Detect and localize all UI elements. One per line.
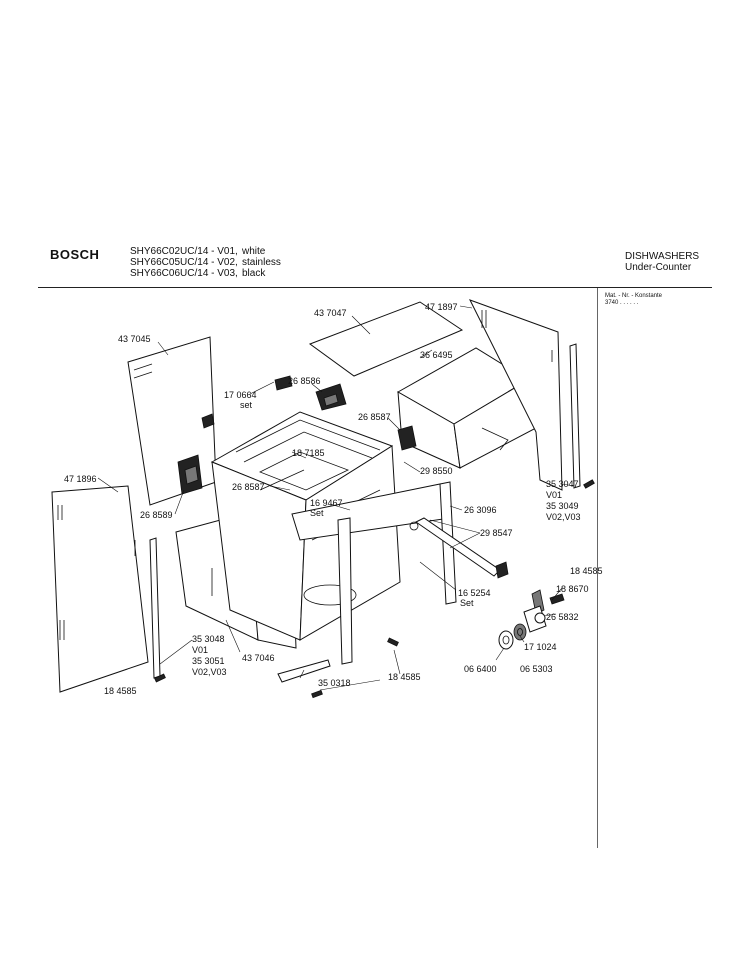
nut-066400 <box>498 630 514 650</box>
kick-strip <box>277 659 331 683</box>
fill-valve-assembly <box>523 589 565 633</box>
screw-bottom-left <box>154 673 166 683</box>
column-divider <box>597 288 598 848</box>
part-label-268587-center: 26 8587 <box>232 482 265 492</box>
material-number-value: 3740 . . . . . . <box>605 300 639 306</box>
part-label-165254-set: Set <box>460 598 474 608</box>
part-label-188670: 18 8670 <box>556 584 589 594</box>
part-label-187185: 18 7185 <box>292 448 325 458</box>
part-label-298547: 29 8547 <box>480 528 513 538</box>
part-label-171024: 17 1024 <box>524 642 557 652</box>
part-label-265832: 26 5832 <box>546 612 579 622</box>
part-label-184585-bottom: 18 4585 <box>388 672 421 682</box>
part-label-437045: 43 7045 <box>118 334 151 344</box>
part-label-353048: 35 3048 <box>192 634 225 644</box>
part-label-268589: 26 8589 <box>140 510 173 520</box>
leader-lines <box>97 305 575 691</box>
part-label-366495: 36 6495 <box>420 350 453 360</box>
rear-panel <box>396 347 537 469</box>
model-row: SHY66C05UC/14 - V02, stainless <box>130 257 281 268</box>
side-panel-right-outer <box>468 299 563 491</box>
part-label-471896: 47 1896 <box>64 474 97 484</box>
brand-name: BOSCH <box>50 247 100 262</box>
side-panel-left-outer <box>51 485 149 693</box>
part-label-437046: 43 7046 <box>242 653 275 663</box>
part-label-065303: 06 5303 <box>520 664 553 674</box>
spray-arm <box>409 517 509 579</box>
part-label-471897: 47 1897 <box>425 302 458 312</box>
part-label-353047: 35 3047 <box>546 479 579 489</box>
category-subtitle: Under-Counter <box>625 262 692 273</box>
material-number-label: Mat. - Nr. - Konstante <box>605 293 663 299</box>
part-label-170664-set: set <box>240 400 253 410</box>
screw-right-side <box>583 479 595 489</box>
clip-170664 <box>201 375 293 429</box>
screw-bottom-center <box>311 689 323 699</box>
model-list: SHY66C02UC/14 - V01, white SHY66C05UC/14 … <box>130 246 281 279</box>
part-label-350318: 35 0318 <box>318 678 351 688</box>
model-code: SHY66C05UC/14 - V02, <box>130 257 238 268</box>
part-label-169467: 16 9467 <box>310 498 343 508</box>
part-label-437047: 43 7047 <box>314 308 347 318</box>
model-variant: stainless <box>242 257 281 268</box>
part-label-263096: 26 3096 <box>464 505 497 515</box>
part-label-268586: 26 8586 <box>288 376 321 386</box>
category-block: DISHWASHERS Under-Counter <box>625 251 699 273</box>
part-label-353051: 35 3051 <box>192 656 225 666</box>
model-row: SHY66C02UC/14 - V01, white <box>130 246 281 257</box>
part-label-353049-variant: V02,V03 <box>546 512 581 522</box>
part-label-169467-set: Set <box>310 508 324 518</box>
part-label-353048-variant: V01 <box>192 645 209 655</box>
model-code: SHY66C02UC/14 - V01, <box>130 246 238 257</box>
door-seal-frame <box>291 481 457 665</box>
bracket-top <box>315 383 347 411</box>
material-number-box: Mat. - Nr. - Konstante 3740 . . . . . . <box>605 293 662 307</box>
category-title: DISHWASHERS <box>625 251 700 262</box>
bracket-right <box>397 425 417 451</box>
nut-065303 <box>513 623 527 641</box>
part-label-353047-variant: V01 <box>546 490 563 500</box>
part-label-184585-left: 18 4585 <box>104 686 137 696</box>
top-panel <box>308 301 464 377</box>
part-label-184585-right: 18 4585 <box>570 566 603 576</box>
model-variant: white <box>242 246 266 257</box>
part-label-165254: 16 5254 <box>458 588 491 598</box>
model-variant: black <box>242 268 266 279</box>
trim-strip-right <box>569 343 581 489</box>
part-label-353051-variant: V02,V03 <box>192 667 227 677</box>
model-code: SHY66C06UC/14 - V03, <box>130 268 238 279</box>
screw-bottom-right <box>387 637 399 647</box>
part-label-298550: 29 8550 <box>420 466 453 476</box>
model-row: SHY66C06UC/14 - V03, black <box>130 268 281 279</box>
part-label-066400: 06 6400 <box>464 664 497 674</box>
header-divider <box>38 287 712 288</box>
trim-strip-left <box>149 537 161 679</box>
part-label-268587-right: 26 8587 <box>358 412 391 422</box>
part-label-353049: 35 3049 <box>546 501 579 511</box>
part-label-170664: 17 0664 <box>224 390 257 400</box>
bracket-left <box>177 454 203 495</box>
